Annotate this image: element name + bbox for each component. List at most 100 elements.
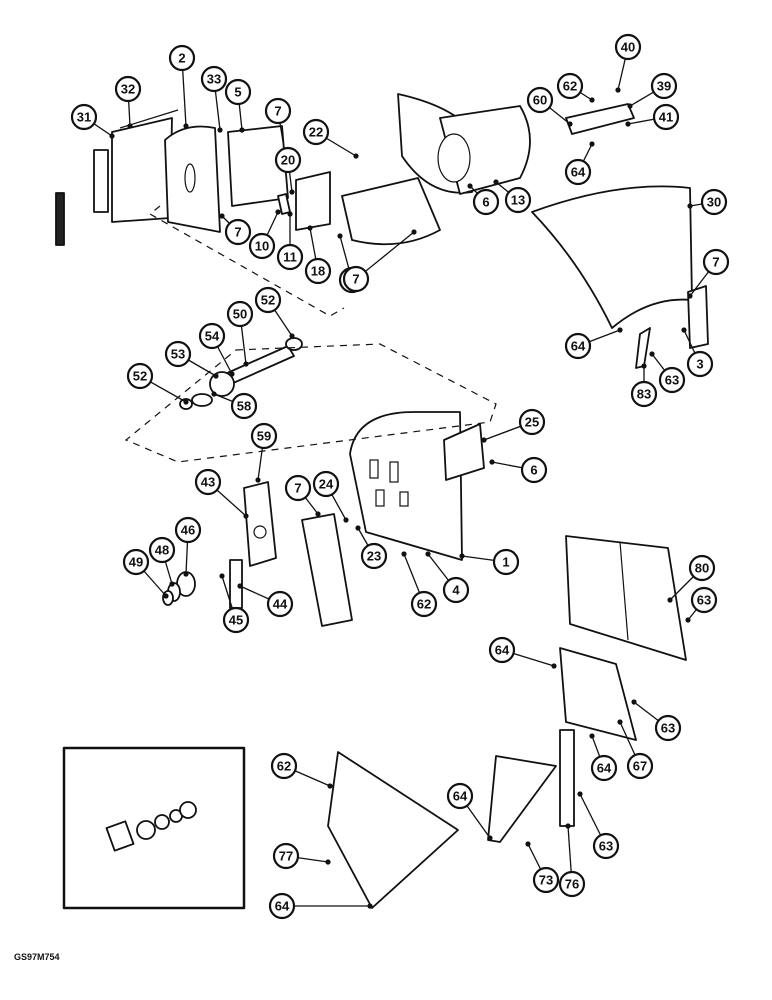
callout-number: 63 (697, 593, 711, 608)
hardware-dot-30 (687, 203, 693, 209)
callout-number: 13 (511, 193, 525, 208)
callout-7: 7 (284, 474, 312, 502)
part-3-plate (687, 285, 709, 349)
callout-circle (556, 72, 584, 100)
callout-circle (342, 265, 370, 293)
callout-63: 63 (654, 714, 682, 742)
callout-4: 4 (442, 576, 470, 604)
callout-circle (230, 392, 258, 420)
callout-49: 49 (122, 548, 150, 576)
callout-number: 2 (178, 51, 185, 66)
hardware-dot-59 (255, 477, 261, 483)
callout-circle (194, 468, 222, 496)
callout-number: 39 (657, 79, 671, 94)
hardware-dot-7 (337, 233, 343, 239)
callout-circle (442, 576, 470, 604)
callout-circle (590, 754, 618, 782)
hardware-dot-62 (589, 97, 595, 103)
hardware-dot-64 (589, 733, 595, 739)
callout-circle (650, 72, 678, 100)
callout-number: 80 (695, 561, 709, 576)
callout-53: 53 (164, 340, 192, 368)
callout-circle (224, 218, 252, 246)
callout-62: 62 (556, 72, 584, 100)
hardware-dot-1 (459, 553, 465, 559)
part-bar (55, 192, 65, 246)
callout-circle (558, 870, 586, 898)
hardware-dot-6 (489, 459, 495, 465)
hardware-dot-62 (401, 551, 407, 557)
hardware-dot-77 (325, 859, 331, 865)
hardware-dot-10 (275, 209, 281, 215)
part-39-bracket (565, 103, 635, 135)
hardware-dot-7 (687, 293, 693, 299)
hardware-dot-52 (183, 399, 189, 405)
callout-number: 6 (530, 463, 537, 478)
hardware-dot-22 (353, 153, 359, 159)
hardware-dot-73 (525, 841, 531, 847)
hardware-dot-64 (487, 835, 493, 841)
part-67-panel (559, 647, 637, 741)
hardware-dot-13 (493, 179, 499, 185)
callout-32: 32 (114, 75, 142, 103)
callout-number: 45 (229, 613, 243, 628)
part-30-panel (531, 185, 693, 329)
callout-number: 7 (234, 225, 241, 240)
callout-number: 63 (661, 721, 675, 736)
callout-circle (254, 286, 282, 314)
callout-number: 11 (283, 250, 297, 265)
callout-circle (488, 636, 516, 664)
part-52-collar-upper (285, 337, 303, 351)
callout-number: 64 (495, 643, 510, 658)
callout-58: 58 (230, 392, 258, 420)
callout-67: 67 (626, 752, 654, 780)
callout-circle (446, 782, 474, 810)
part-trough (341, 177, 441, 246)
callout-circle (198, 322, 226, 350)
callout-number: 48 (155, 543, 169, 558)
callout-circle (686, 350, 714, 378)
callout-50: 50 (226, 300, 254, 328)
callout-circle (702, 248, 730, 276)
part-77-panel (327, 751, 459, 909)
callout-circle (690, 586, 718, 614)
callout-number: 53 (171, 347, 185, 362)
callout-number: 64 (597, 761, 612, 776)
callout-circle (614, 33, 642, 61)
callout-number: 52 (261, 293, 275, 308)
callout-64: 64 (564, 158, 592, 186)
callout-5: 5 (224, 78, 252, 106)
callout-number: 23 (367, 549, 381, 564)
hardware-dot-31 (109, 133, 115, 139)
callout-circle (70, 103, 98, 131)
hardware-dot-58 (211, 391, 217, 397)
callout-circle (266, 590, 294, 618)
callout-83: 83 (630, 380, 658, 408)
hardware-dot-40 (615, 87, 621, 93)
callout-77: 77 (272, 842, 300, 870)
callout-44: 44 (266, 590, 294, 618)
hardware-dot-23 (355, 525, 361, 531)
hardware-dot-48 (169, 581, 175, 587)
callout-1: 1 (492, 548, 520, 576)
assembly-boundary-lower (124, 343, 497, 463)
hardware-dot-64 (551, 663, 557, 669)
callout-circle (518, 408, 546, 436)
callout-circle (532, 866, 560, 894)
hardware-dot-3 (681, 327, 687, 333)
callout-circle (272, 842, 300, 870)
hardware-dot-62 (327, 783, 333, 789)
callout-circle (312, 470, 340, 498)
assembly-boundary-upper (148, 205, 345, 317)
callout-circle (250, 422, 278, 450)
hardware-dot-83 (641, 363, 647, 369)
callout-number: 59 (257, 429, 271, 444)
callout-60: 60 (526, 86, 554, 114)
callout-number: 44 (273, 597, 288, 612)
callout-24: 24 (312, 470, 340, 498)
hardware-dot-5 (239, 127, 245, 133)
callout-number: 50 (233, 307, 247, 322)
callout-22: 22 (302, 118, 330, 146)
callout-33: 33 (200, 65, 228, 93)
callout-number: 25 (525, 415, 539, 430)
